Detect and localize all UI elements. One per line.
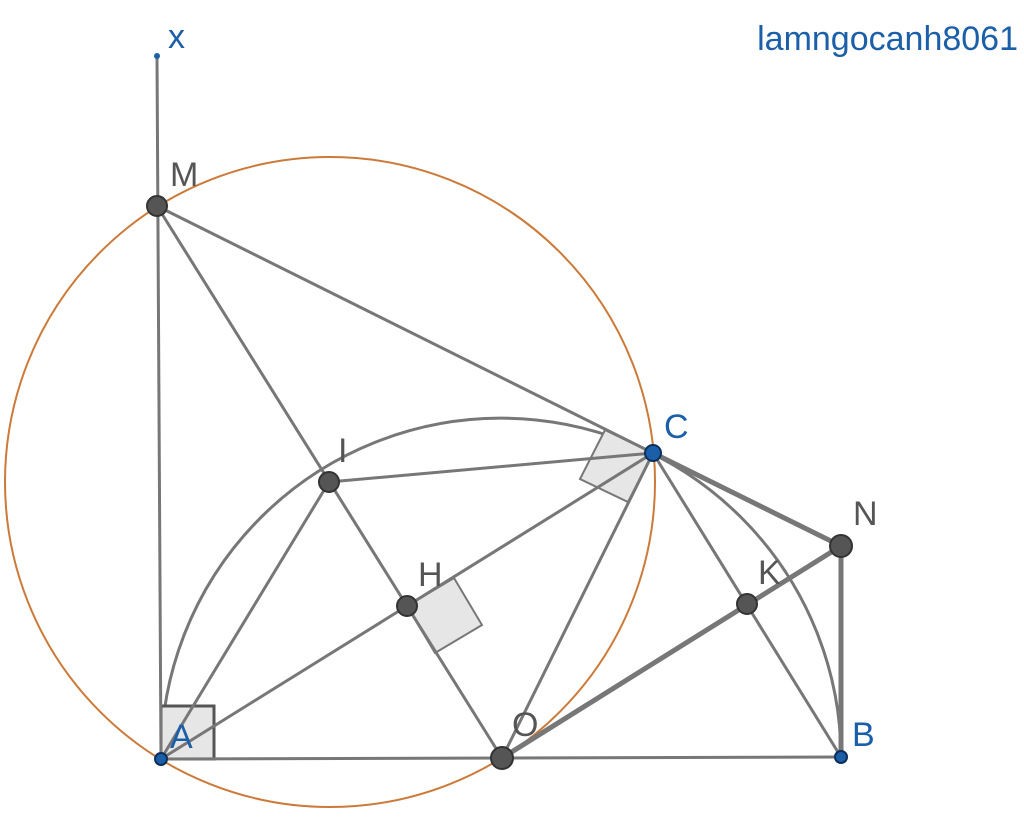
- point-n: [829, 534, 853, 558]
- label-b: B: [852, 716, 875, 754]
- label-a: A: [170, 718, 193, 756]
- point-h: [396, 595, 418, 617]
- label-c: C: [664, 408, 689, 446]
- segment-ai: [159, 480, 331, 761]
- point-x: [154, 53, 160, 59]
- segment-on: [499, 543, 844, 761]
- label-x: x: [168, 18, 185, 56]
- label-n: N: [853, 495, 878, 533]
- point-m: [146, 195, 168, 217]
- point-i: [318, 471, 340, 493]
- semicircle-ab: [159, 416, 843, 760]
- segment-mc: [155, 204, 655, 455]
- point-a: [154, 752, 168, 766]
- label-k: K: [758, 554, 781, 592]
- ray-ax: [155, 54, 163, 761]
- segment-oc: [500, 451, 655, 760]
- point-b: [834, 750, 848, 764]
- label-i: I: [338, 432, 347, 470]
- label-h: H: [418, 556, 443, 594]
- point-k: [736, 593, 758, 615]
- point-c: [644, 444, 662, 462]
- segment-ic: [327, 451, 655, 484]
- watermark-text: lamngocanh8061: [757, 20, 1018, 58]
- segment-cn: [650, 450, 844, 549]
- label-m: M: [170, 156, 198, 194]
- circle-amco: [4, 156, 656, 808]
- label-o: O: [512, 706, 538, 744]
- point-o: [490, 746, 514, 770]
